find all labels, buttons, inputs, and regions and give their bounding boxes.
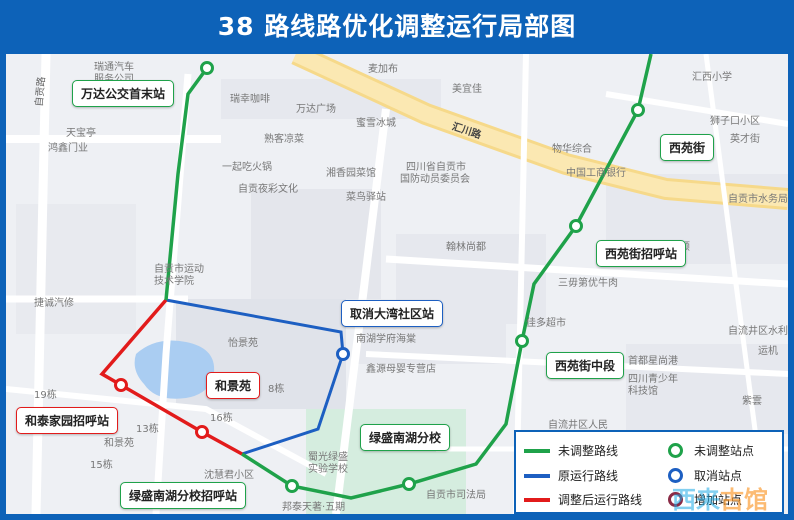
poi-label: 蜀光绿盛	[308, 452, 348, 463]
legend-label-original-route: 原运行路线	[558, 469, 619, 483]
poi-label: 捷诚汽修	[34, 298, 74, 309]
poi-label: 鑫源母婴专营店	[366, 364, 436, 375]
legend-swatch-added-stop	[668, 492, 683, 507]
poi-label: 翰林尚都	[446, 242, 486, 253]
station-label-lusheng-zhaohu[interactable]: 绿盛南湖分校招呼站	[120, 482, 247, 509]
legend-label-cancelled-stop: 取消站点	[694, 469, 743, 483]
poi-label: 万达广场	[296, 104, 336, 115]
legend-swatch-new-route	[524, 498, 550, 502]
poi-label: 天宝亭	[66, 128, 96, 139]
station-label-wanda[interactable]: 万达公交首末站	[72, 80, 175, 107]
poi-label: 四川省自贡市	[406, 162, 466, 173]
poi-label: 佳多超市	[526, 318, 566, 329]
page-title: 38 路线路优化调整运行局部图	[217, 12, 577, 41]
poi-label: 四川青少年	[628, 374, 678, 385]
stop-hejing	[195, 425, 209, 439]
station-label-cancel-dawan[interactable]: 取消大湾社区站	[341, 300, 444, 327]
watermark-part1: 西来	[672, 486, 720, 514]
poi-label: 19栋	[34, 390, 57, 401]
poi-label: 鸿鑫门业	[48, 143, 88, 154]
station-label-hejing[interactable]: 和景苑	[206, 372, 261, 399]
poi-label: 湘香园菜馆	[326, 168, 376, 179]
poi-label: 首都星尚港	[628, 356, 678, 367]
legend-swatch-unchanged-stop	[668, 443, 683, 458]
poi-label: 自贡市司法局	[426, 490, 486, 501]
stop-hetai	[114, 378, 128, 392]
poi-label: 技术学院	[154, 276, 194, 287]
poi-label: 蜜雪冰城	[356, 118, 396, 129]
poi-label: 瑞通汽车	[94, 62, 134, 73]
poi-label: 菜鸟驿站	[346, 192, 386, 203]
poi-label: 沈慧君小区	[204, 470, 254, 481]
poi-label: 中国工商银行	[566, 168, 626, 179]
poi-label: 怡景苑	[228, 338, 258, 349]
stop-lusheng-zhaohu	[285, 479, 299, 493]
station-label-hetai[interactable]: 和泰家园招呼站	[16, 407, 119, 434]
map-legend: 未调整路线 未调整站点 原运行路线 取消站点 调整后运行路线 增加站点	[514, 430, 784, 514]
poi-label: 物华综合	[552, 144, 592, 155]
map-area[interactable]: 瑞通汽车 服务公司 天宝亭 鸿鑫门业 捷诚汽修 瑞幸咖啡 万达广场 熟客凉菜 蜜…	[6, 54, 788, 514]
base-map	[6, 54, 788, 514]
poi-label: 英才街	[730, 134, 760, 145]
stops-layer	[114, 61, 645, 493]
poi-label: 自流井区人民	[548, 420, 608, 431]
station-label-lusheng-fenxiao[interactable]: 绿盛南湖分校	[360, 424, 451, 451]
poi-label: 汇西小学	[692, 72, 732, 83]
poi-label: 南湖学府海棠	[356, 334, 416, 345]
poi-label: 一起吃火锅	[222, 162, 272, 173]
poi-label: 8栋	[268, 384, 285, 395]
poi-label: 服务公司	[94, 70, 134, 85]
poi-label: 自贡夜彩文化	[238, 184, 298, 195]
legend-label-unchanged-route: 未调整路线	[558, 444, 619, 458]
poi-label: 紫雲	[742, 396, 762, 407]
stop-xiyuan-zhongduan	[515, 334, 529, 348]
poi-label: 瑞幸咖啡	[230, 94, 270, 105]
poi-label: 自流井区水利	[728, 326, 788, 337]
watermark-part2: 古馆	[720, 486, 768, 514]
station-label-xiyuan-zhaohu[interactable]: 西苑街招呼站	[596, 240, 687, 267]
stop-xiyuan-jie	[631, 103, 645, 117]
poi-label: 麦加布	[368, 64, 398, 75]
poi-label: 熟客凉菜	[264, 134, 304, 145]
poi-label: 15栋	[90, 460, 113, 471]
poi-label: 实验学校	[308, 464, 348, 475]
legend-swatch-original-route	[524, 474, 550, 478]
legend-swatch-cancelled-stop	[668, 468, 683, 483]
legend-label-unchanged-stop: 未调整站点	[694, 444, 755, 458]
watermark-logo: 西来古馆	[672, 480, 768, 515]
station-label-xiyuan-zhongduan[interactable]: 西苑街中段	[546, 352, 625, 379]
poi-label: 自贡市水务局	[728, 194, 788, 205]
legend-label-new-route: 调整后运行路线	[558, 493, 643, 507]
stop-cancel-dawan	[336, 347, 350, 361]
poi-label: 16栋	[210, 413, 233, 424]
poi-label: 和景苑	[104, 438, 134, 449]
stop-xiyuan-zhaohu	[569, 219, 583, 233]
poi-label: 狮子口小区	[710, 116, 760, 127]
poi-label: 美宜佳	[452, 84, 482, 95]
poi-label: 13栋	[136, 424, 159, 435]
poi-label: 国防动员委员会	[400, 174, 470, 185]
legend-label-added-stop: 增加站点	[694, 493, 743, 507]
station-label-xiyuan-jie[interactable]: 西苑街	[660, 134, 715, 161]
poi-label: 三毋第优牛肉	[558, 278, 618, 289]
poi-label: 自贡市运动	[154, 264, 204, 275]
road-label-ziyou: 自贡路	[34, 76, 48, 108]
stop-wanda	[200, 61, 214, 75]
poi-label: 运机	[758, 346, 778, 357]
poi-label: 科技馆	[628, 386, 658, 397]
poi-label: 邦泰天著·五期	[282, 502, 346, 513]
stop-lusheng-fenxiao	[402, 477, 416, 491]
legend-swatch-unchanged-route	[524, 449, 550, 453]
